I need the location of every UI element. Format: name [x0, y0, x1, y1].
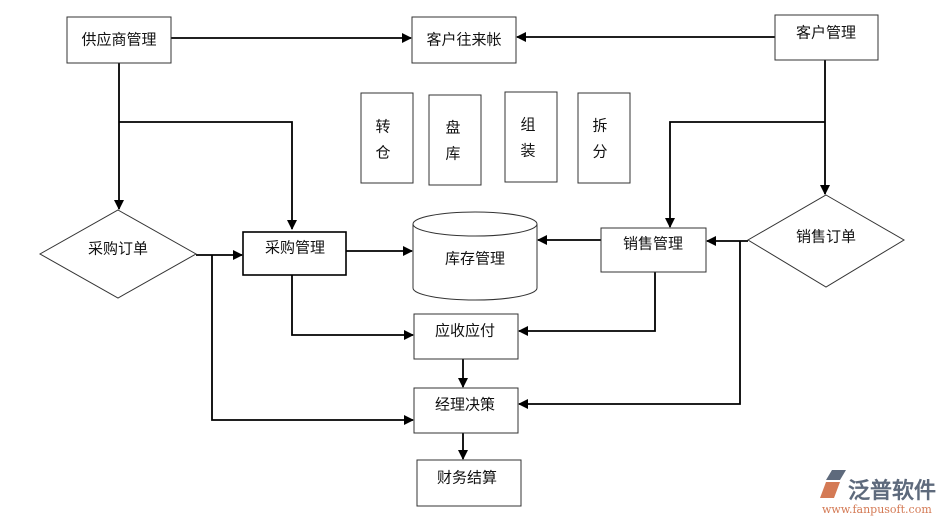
logo-url: www.fanpusoft.com: [822, 503, 932, 516]
node-label: 经理决策: [435, 396, 495, 414]
node-label-line: 库: [445, 145, 460, 163]
node-inventory-mgmt: 库存管理: [412, 211, 538, 301]
logo-mark-icon: [820, 470, 846, 498]
node-label-line: 分: [592, 143, 607, 161]
node-purchase-mgmt: 采购管理: [242, 231, 347, 276]
node-label: 供应商管理: [81, 31, 156, 49]
node-label-line: 装: [520, 142, 535, 160]
node-label: 销售订单: [796, 228, 856, 246]
node-label-line: 拆: [592, 117, 607, 135]
node-label: 客户往来帐: [426, 31, 501, 49]
node-disassembly: 拆 分: [577, 92, 631, 184]
logo: 泛普软件 www.fanpusoft.com: [820, 470, 936, 516]
node-customer-accounts: 客户往来帐: [411, 16, 517, 64]
edge-purchase-mgmt-to-receivable: [291, 275, 414, 340]
edge-purchase-order-to-decision: [211, 255, 414, 425]
edges: [114, 32, 830, 460]
edge-sales-order-to-decision: [518, 241, 741, 409]
node-label: 采购管理: [265, 239, 325, 257]
logo-name: 泛普软件: [848, 478, 936, 504]
edge-customer-to-sales-mgmt: [665, 121, 825, 228]
edge-sales-mgmt-to-receivable: [518, 272, 656, 336]
node-purchase-order: 采购订单: [38, 209, 198, 299]
node-label: 采购订单: [88, 240, 148, 258]
node-customer-mgmt: 客户管理: [774, 14, 879, 61]
node-transfer: 转 仓: [360, 92, 414, 184]
edge-supplier-to-purchase-mgmt: [119, 121, 297, 230]
node-label-line: 组: [520, 116, 535, 134]
node-finance-settlement: 财务结算: [416, 459, 522, 507]
node-stocktake: 盘 库: [428, 94, 482, 186]
node-label: 应收应付: [435, 322, 495, 340]
node-label-line: 盘: [445, 119, 460, 137]
node-label-line: 仓: [375, 144, 390, 162]
node-manager-decision: 经理决策: [413, 387, 519, 434]
node-label-line: 转: [375, 118, 390, 136]
node-label: 财务结算: [437, 469, 497, 487]
node-assembly: 组 装: [504, 91, 558, 183]
node-sales-mgmt: 销售管理: [600, 227, 707, 273]
node-sales-order: 销售订单: [747, 194, 905, 288]
node-supplier-mgmt: 供应商管理: [66, 16, 172, 64]
node-receivable-payable: 应收应付: [413, 313, 519, 360]
node-label: 库存管理: [445, 250, 505, 268]
node-label: 客户管理: [796, 24, 856, 42]
node-label: 销售管理: [623, 235, 683, 253]
